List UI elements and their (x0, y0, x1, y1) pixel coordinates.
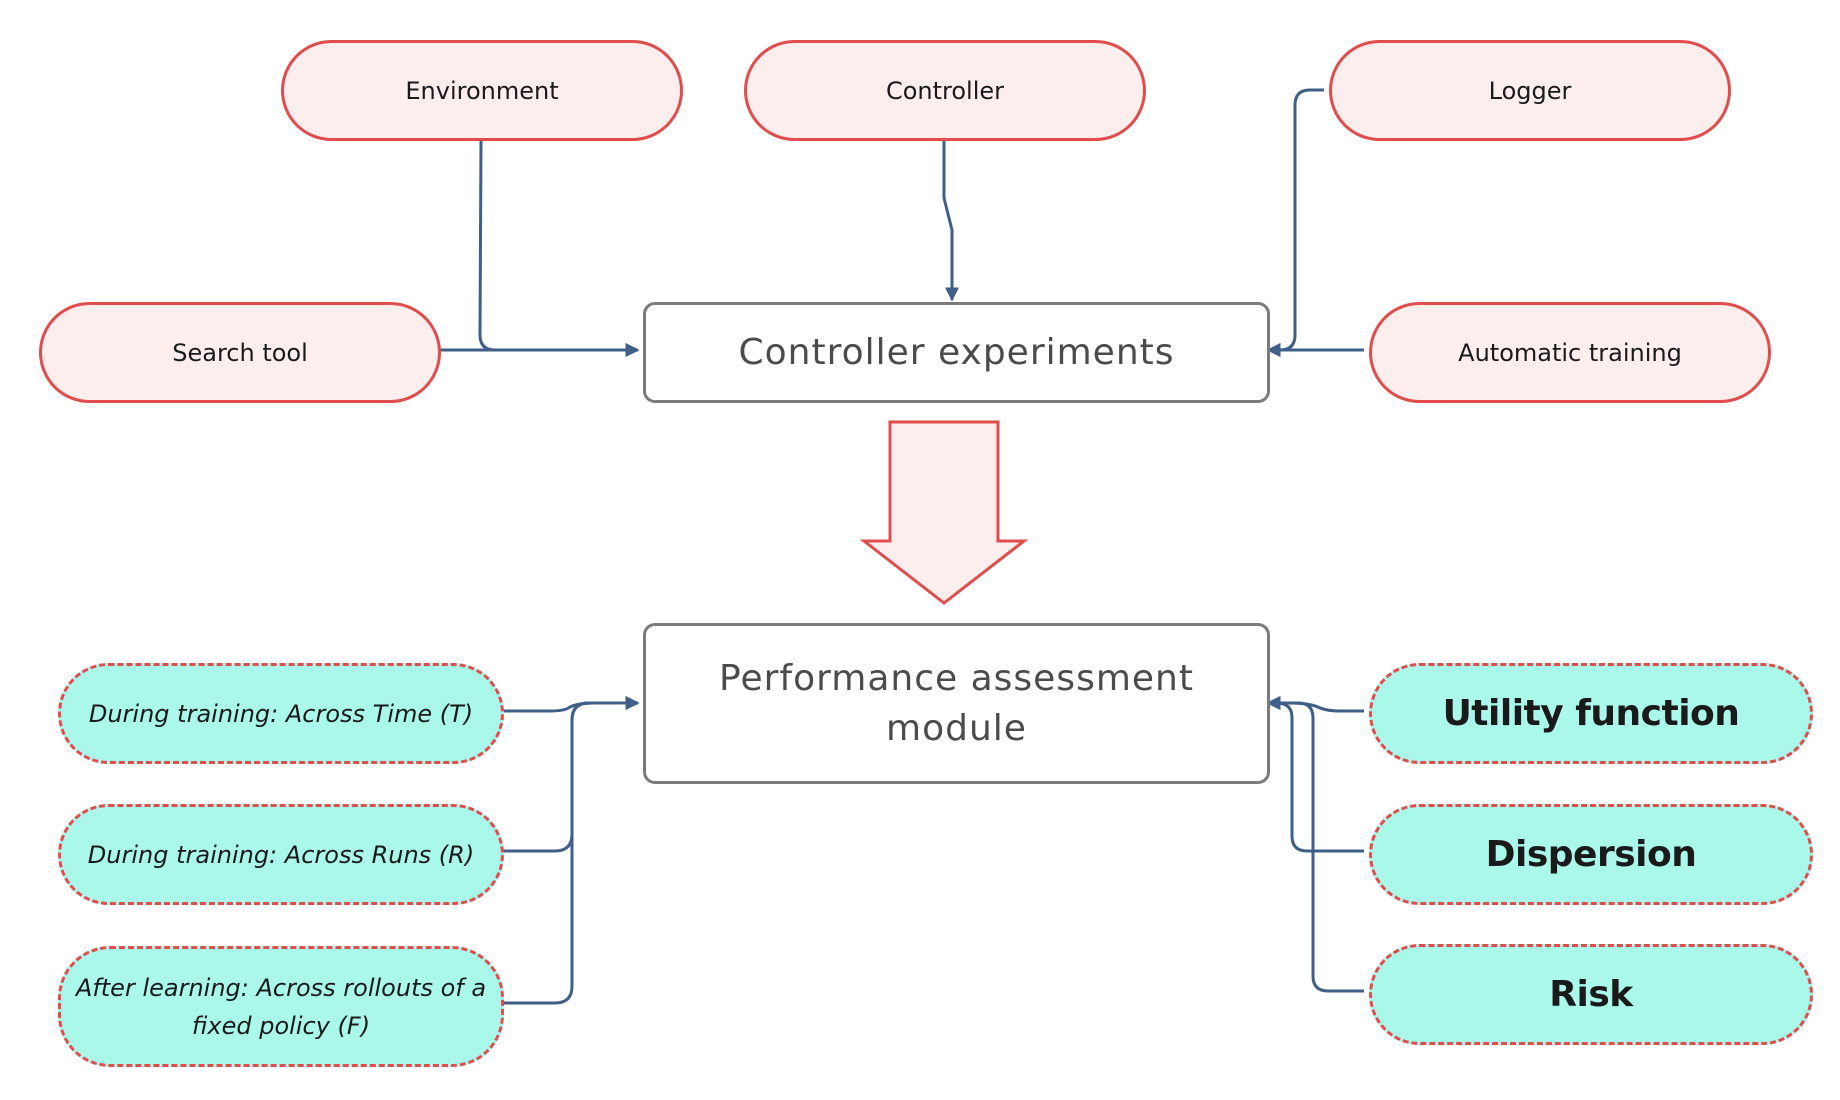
mode-across-rollouts-node: After learning: Across rollouts of a fix… (58, 946, 504, 1067)
connector-environment (478, 140, 640, 357)
connector-across-rollouts (503, 696, 640, 1005)
risk-node: Risk (1369, 944, 1813, 1045)
dispersion-node: Dispersion (1369, 804, 1813, 905)
environment-node: Environment (281, 40, 683, 141)
controller-node: Controller (744, 40, 1146, 141)
logger-node: Logger (1329, 40, 1731, 141)
mode-across-time-node: During training: Across Time (T) (58, 663, 504, 764)
performance-assessment-label: Performance assessment module (719, 657, 1194, 749)
automatic-training-node: Automatic training (1369, 302, 1771, 403)
flow-down-arrow-icon (859, 420, 1029, 605)
connector-controller (942, 125, 959, 302)
controller-experiments-box: Controller experiments (643, 302, 1270, 403)
search-tool-node: Search tool (39, 302, 441, 403)
connector-dispersion (1266, 696, 1364, 853)
mode-across-runs-node: During training: Across Runs (R) (58, 804, 504, 905)
connector-risk (1266, 696, 1364, 993)
utility-function-node: Utility function (1369, 663, 1813, 764)
performance-assessment-box: Performance assessment module (643, 623, 1270, 784)
connector-logger (1266, 88, 1324, 357)
